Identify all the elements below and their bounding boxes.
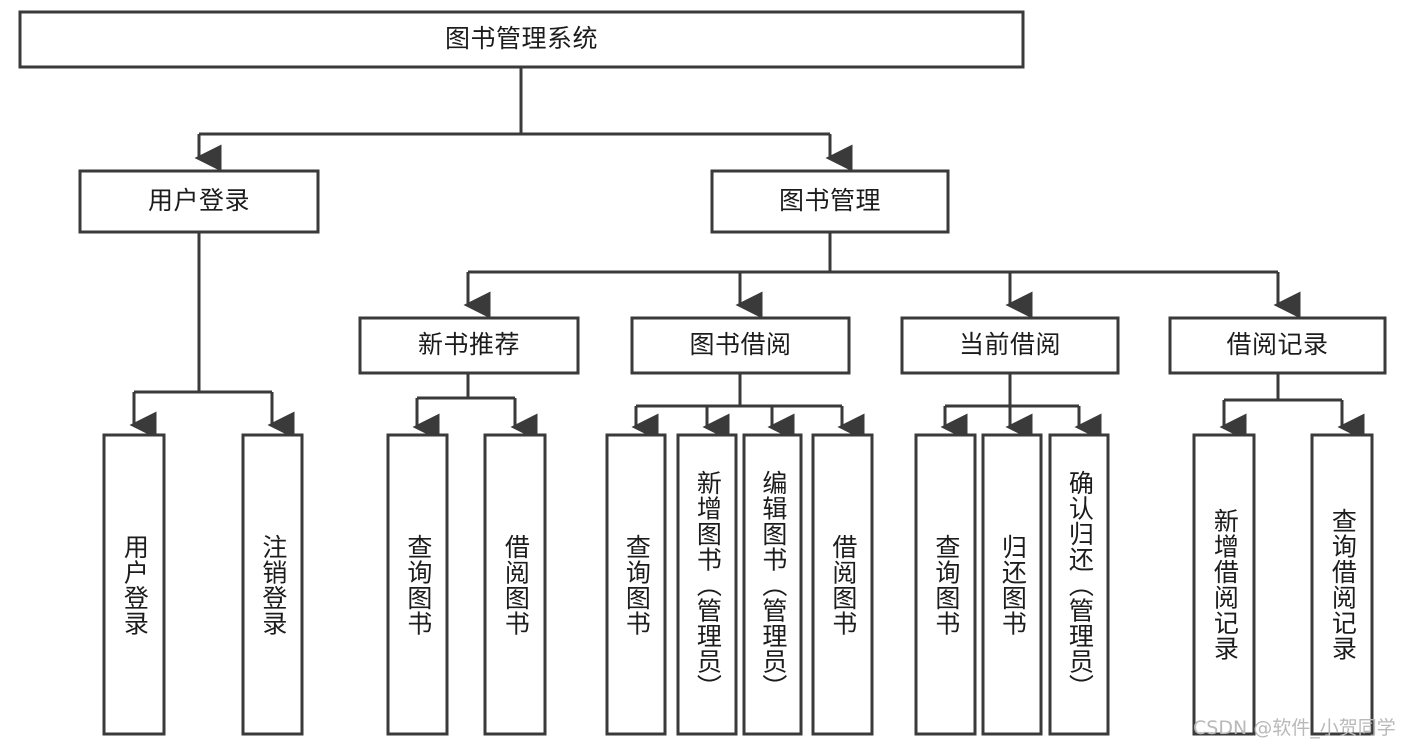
node-box-current-borrow[interactable] [900, 316, 1120, 375]
node-box-book-manage[interactable] [710, 169, 950, 234]
node-box-leaf-user-login[interactable] [102, 433, 166, 736]
node-box-leaf-edit-book[interactable] [742, 433, 803, 736]
node-box-new-book-rec[interactable] [358, 316, 580, 375]
node-box-leaf-query-book-2[interactable] [605, 433, 667, 736]
connector-root-to-level1 [194, 67, 853, 172]
connector-bookborrow-to-leaves [631, 373, 865, 441]
connector-newbook-to-leaves [412, 373, 538, 441]
node-box-book-borrow[interactable] [630, 316, 851, 375]
connector-userlogin-to-leaves [129, 232, 295, 439]
node-box-leaf-borrow-book-1[interactable] [483, 433, 547, 736]
node-box-leaf-query-book-3[interactable] [914, 433, 977, 736]
node-box-borrow-record[interactable] [1168, 316, 1387, 375]
connector-currentborrow-to-leaves [940, 373, 1102, 441]
node-box-leaf-query-record[interactable] [1310, 433, 1374, 736]
node-box-leaf-return-book[interactable] [981, 433, 1043, 736]
connector-borrowrecord-to-leaves [1219, 373, 1365, 441]
node-box-leaf-add-record[interactable] [1192, 433, 1256, 736]
node-box-leaf-logout[interactable] [241, 433, 304, 736]
connector-bookmanage-to-level2 [463, 232, 1301, 319]
node-box-leaf-add-book[interactable] [676, 433, 738, 736]
node-box-leaf-confirm-return[interactable] [1048, 433, 1110, 736]
node-box-leaf-borrow-book-2[interactable] [811, 433, 874, 736]
node-box-root[interactable] [18, 10, 1025, 69]
node-box-user-login[interactable] [78, 169, 320, 234]
node-box-leaf-query-book-1[interactable] [386, 433, 449, 736]
